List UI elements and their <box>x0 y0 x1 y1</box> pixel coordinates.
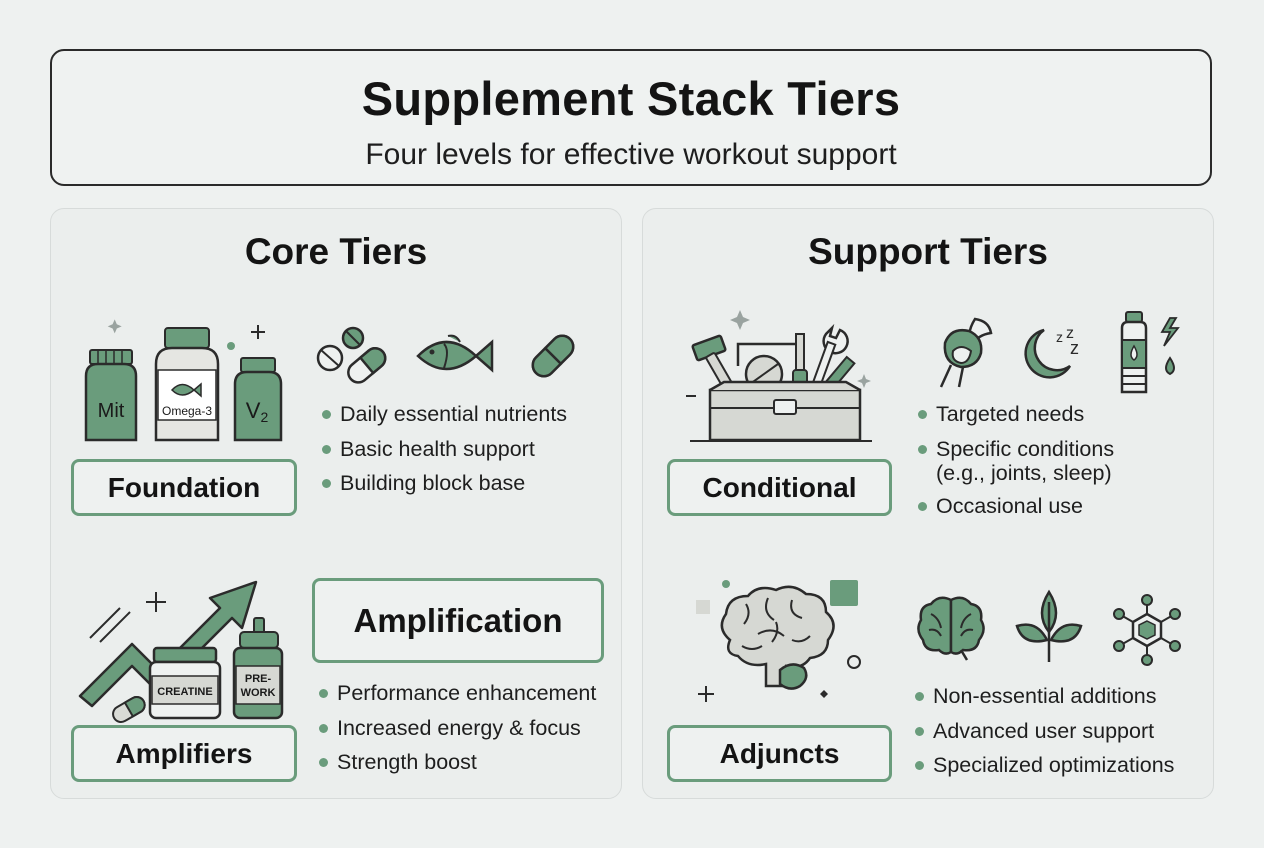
page-subtitle: Four levels for effective workout suppor… <box>365 138 897 171</box>
conditional-label: Conditional <box>667 459 892 516</box>
svg-text:z: z <box>1070 338 1079 358</box>
page-title: Supplement Stack Tiers <box>361 72 901 125</box>
list-item: Non-essential additions <box>913 679 1174 714</box>
fish-icon <box>416 334 494 373</box>
bottle-label-2: WORK <box>241 687 276 699</box>
list-item: Targeted needs <box>916 397 1114 432</box>
conditional-bullets: Targeted needs Specific conditions(e.g.,… <box>916 397 1114 524</box>
adjuncts-label: Adjuncts <box>667 725 892 782</box>
amplification-heading: Amplification <box>312 578 604 663</box>
amplifiers-label: Amplifiers <box>71 725 297 782</box>
foundation-bullets: Daily essential nutrients Basic health s… <box>320 397 567 501</box>
support-tiers-title: Support Tiers <box>808 231 1048 272</box>
list-item: Increased energy & focus <box>317 711 596 746</box>
pills-icon <box>316 326 387 384</box>
bullet-continuation: (e.g., joints, sleep) <box>936 461 1112 485</box>
brain-icon <box>696 580 861 702</box>
capsule-icon <box>531 334 575 378</box>
list-item: Basic health support <box>320 432 567 467</box>
leaves-icon <box>1015 589 1083 662</box>
molecule-icon <box>1113 594 1181 666</box>
amplifiers-bullets: Performance enhancement Increased energy… <box>317 676 596 780</box>
foundation-label: Foundation <box>71 459 297 516</box>
jar-label-2: Omega-3 <box>162 404 212 418</box>
header-banner: Supplement Stack Tiers Four levels for e… <box>50 49 1212 186</box>
list-item: Specialized optimizations <box>913 748 1174 783</box>
list-item: Performance enhancement <box>317 676 596 711</box>
list-item: Occasional use <box>916 489 1114 524</box>
tub-label: CREATINE <box>157 686 212 698</box>
svg-text:z: z <box>1066 325 1074 342</box>
list-item: Building block base <box>320 466 567 501</box>
joint-icon <box>939 317 993 388</box>
list-item: Daily essential nutrients <box>320 397 567 432</box>
jar-label-3: V2 <box>246 398 269 425</box>
jar-label-1: Mit <box>98 400 125 422</box>
growth-arrow-icon: CREATINE PRE- WORK <box>78 580 284 723</box>
bullet-text: Specific conditions <box>936 436 1115 461</box>
list-item: Specific conditions(e.g., joints, sleep) <box>916 432 1114 487</box>
moon-sleep-icon: z z z <box>1024 325 1079 379</box>
toolbox-icon <box>686 310 872 442</box>
adjuncts-bullets: Non-essential additions Advanced user su… <box>913 679 1174 783</box>
bottle-label-1: PRE- <box>245 673 272 685</box>
core-tiers-title: Core Tiers <box>244 231 428 272</box>
water-bottle-icon <box>1120 311 1180 394</box>
supplement-jars-icon: Mit Omega-3 V2 <box>84 319 283 442</box>
brain-small-icon <box>917 596 985 661</box>
list-item: Strength boost <box>317 745 596 780</box>
list-item: Advanced user support <box>913 714 1174 749</box>
svg-text:z: z <box>1056 329 1063 345</box>
